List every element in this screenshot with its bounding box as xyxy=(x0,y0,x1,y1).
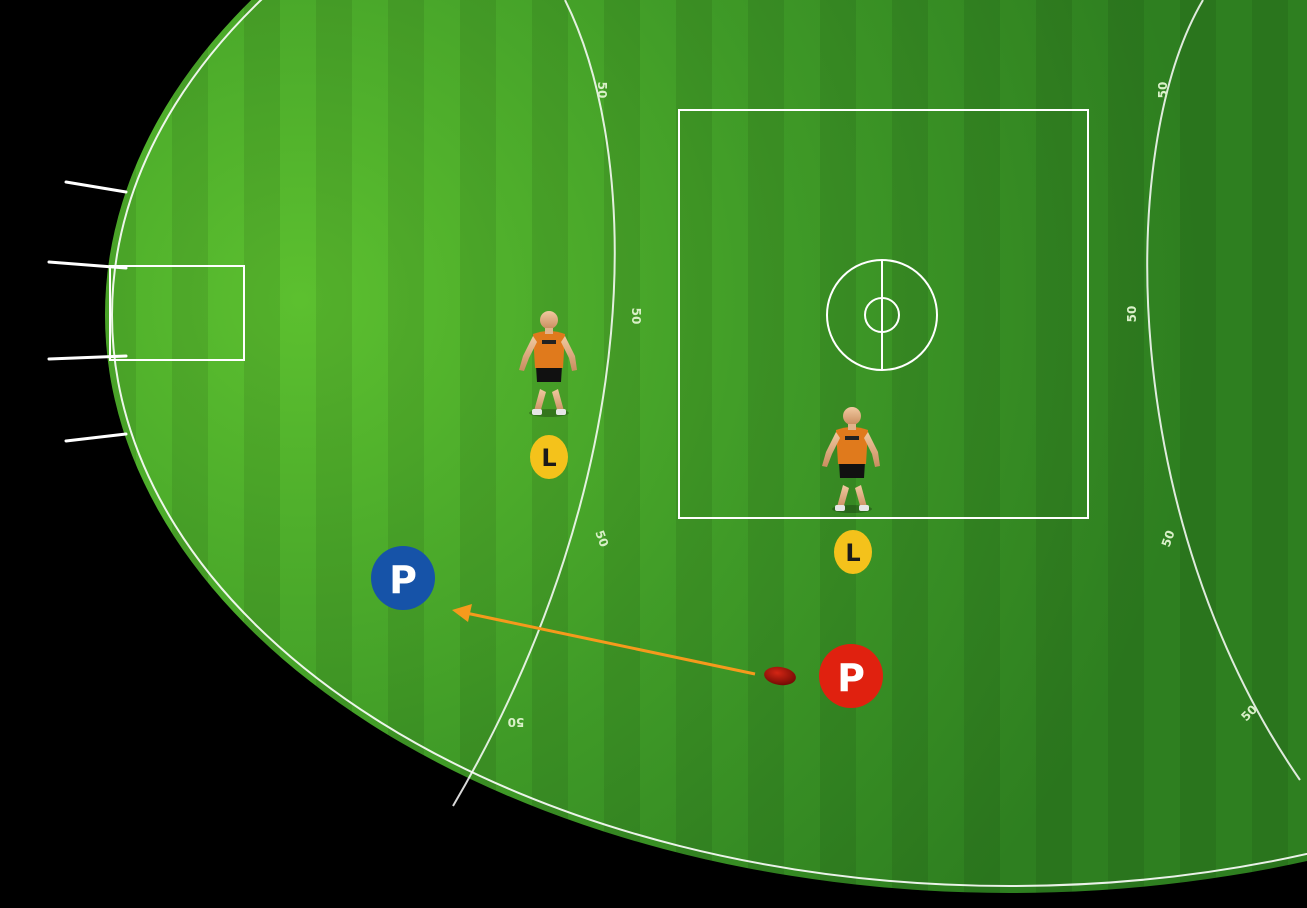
grass-stripe xyxy=(316,0,352,908)
leader-token: L xyxy=(834,530,872,574)
arc-marking: 50 xyxy=(1156,82,1170,99)
arc-marking: 50 xyxy=(595,82,609,99)
player-token-blue: P xyxy=(371,546,435,610)
grass-stripe xyxy=(964,0,1000,908)
grass-stripe xyxy=(1252,0,1288,908)
grass-stripe xyxy=(244,0,280,908)
grass-stripe xyxy=(1036,0,1072,908)
arc-marking: 50 xyxy=(1125,306,1139,323)
grass-stripe xyxy=(100,0,136,908)
grass-stripe xyxy=(892,0,928,908)
grass-stripe xyxy=(1180,0,1216,908)
arc-marking: 50 xyxy=(508,715,525,729)
goal-post-icon xyxy=(66,434,126,441)
arc-marking: 50 xyxy=(629,308,643,325)
player-token-label: P xyxy=(837,656,865,700)
leader-token-label: L xyxy=(845,539,860,567)
grass-stripe xyxy=(748,0,784,908)
grass-stripe xyxy=(1108,0,1144,908)
grass-stripe xyxy=(172,0,208,908)
player-token-label: P xyxy=(389,558,417,602)
grass-stripe xyxy=(676,0,712,908)
leader-token: L xyxy=(530,435,568,479)
player-token-red: P xyxy=(819,644,883,708)
grass-stripe xyxy=(460,0,496,908)
leader-token-label: L xyxy=(541,444,556,472)
goal-post-icon xyxy=(66,182,126,192)
grass-stripe xyxy=(604,0,640,908)
grass-stripe xyxy=(388,0,424,908)
